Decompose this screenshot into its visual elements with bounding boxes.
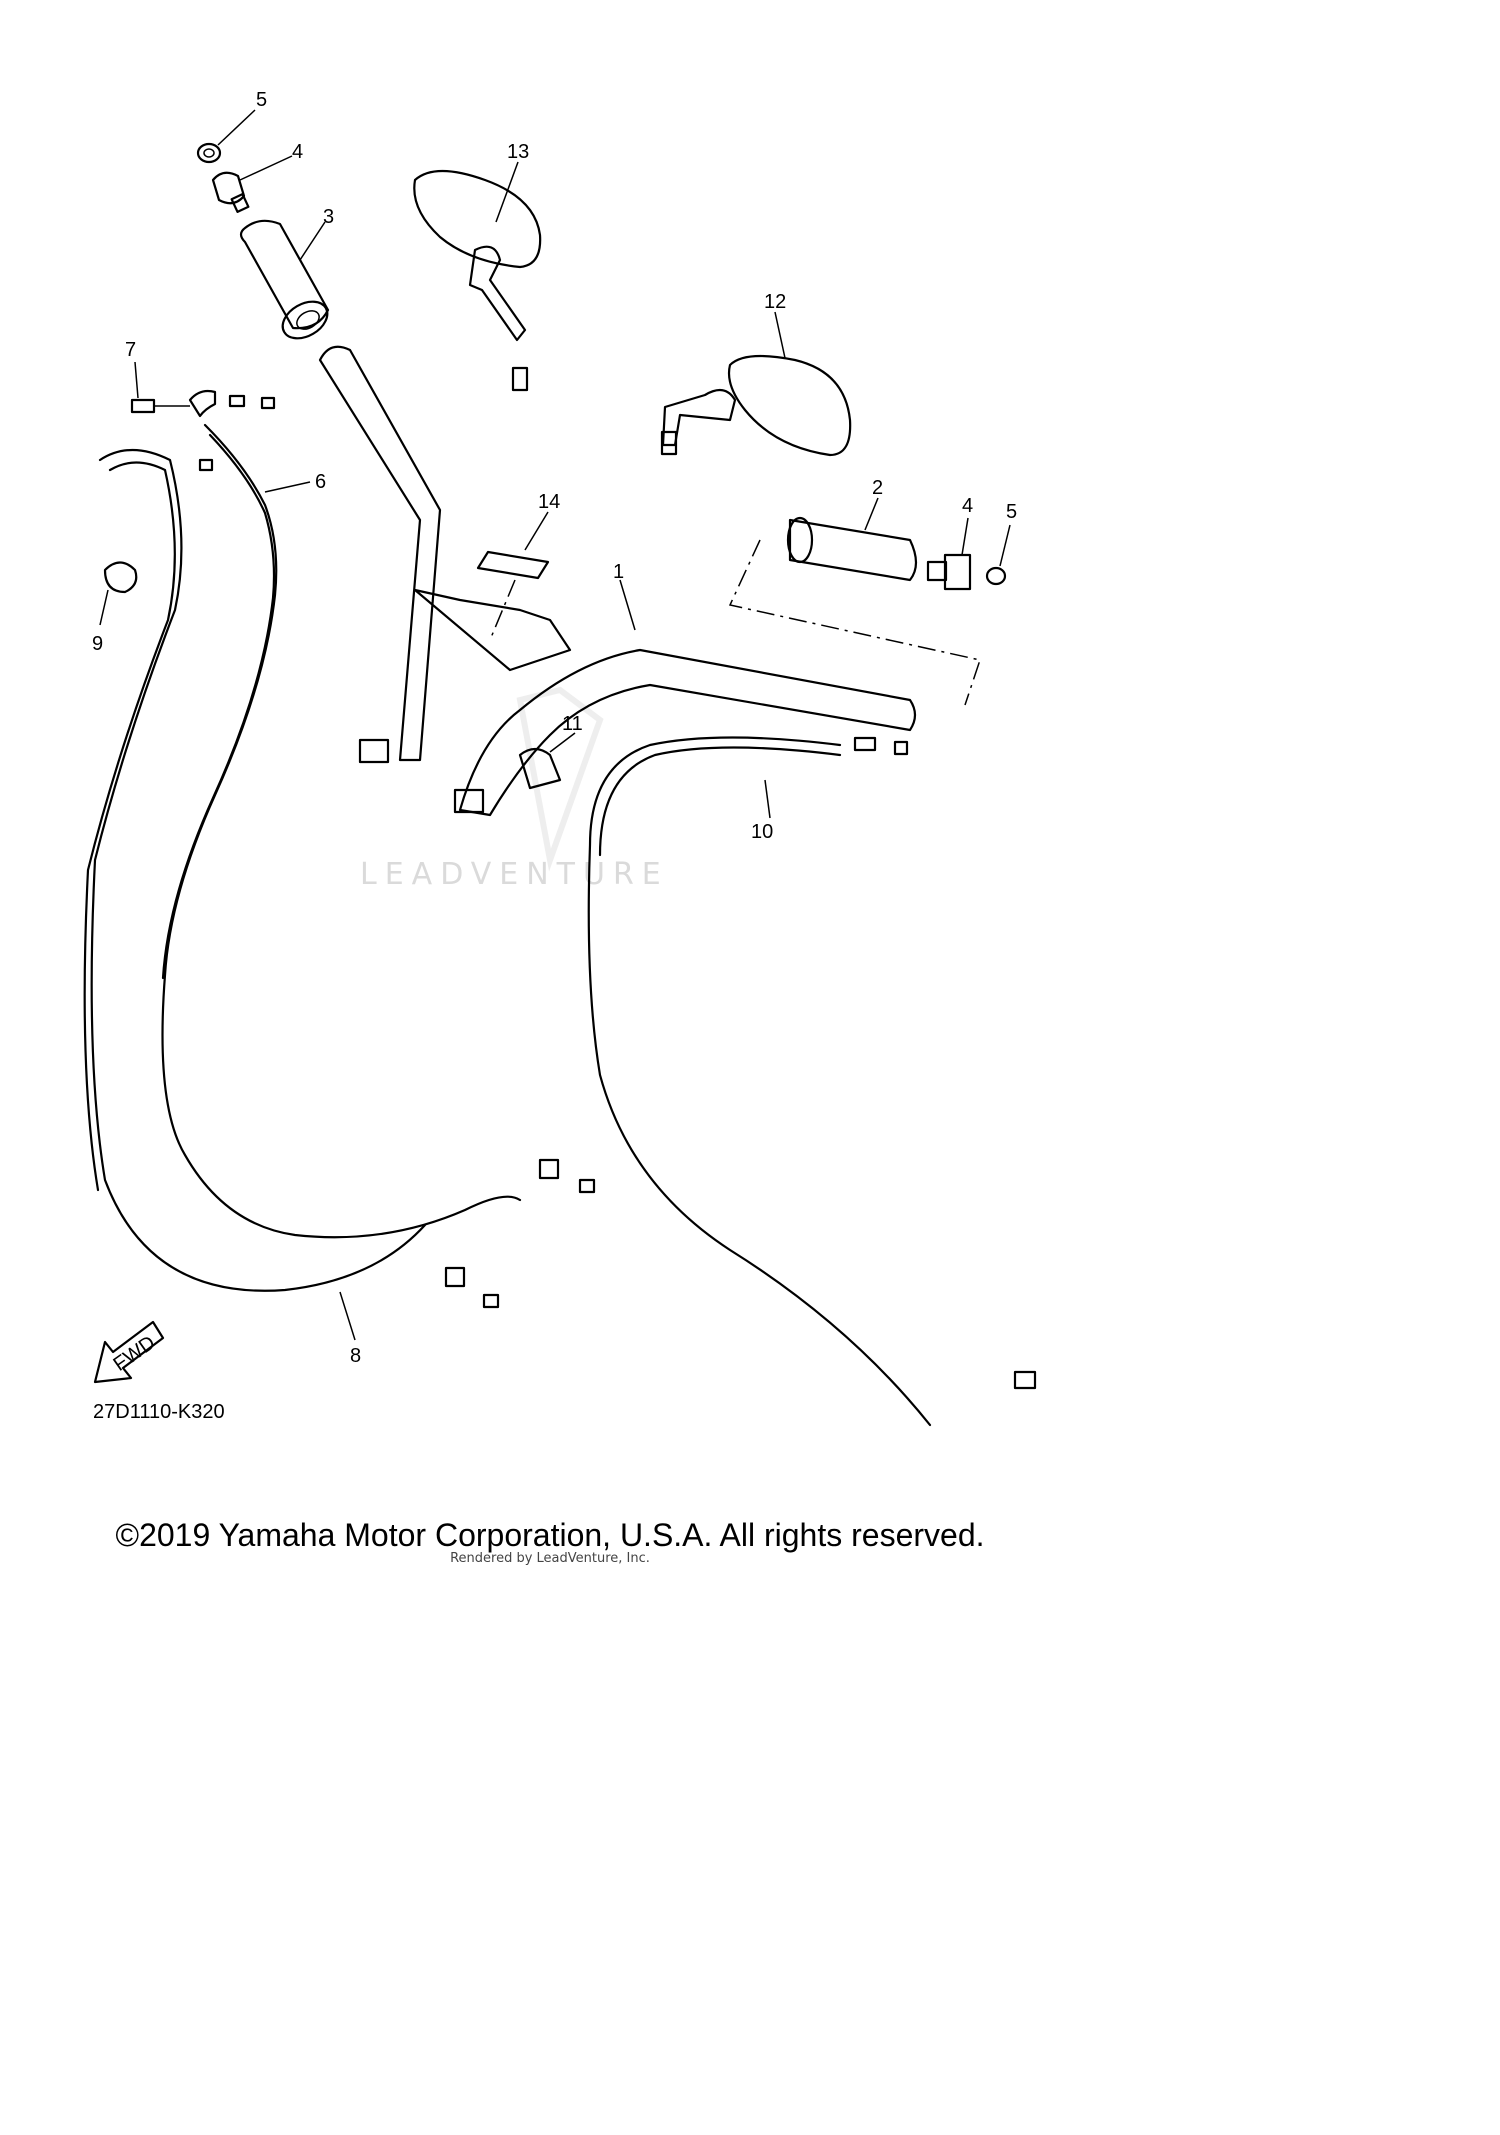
part-12-mirror [660,311,852,457]
callout-12: 12 [764,291,786,313]
part-14-plate [476,511,550,641]
callout-3: 3 [323,206,334,228]
part-2-grip [728,497,981,706]
part-1-handlebar [318,345,917,817]
part-5-right-nut [985,524,1011,586]
part-3-grip [239,219,330,340]
callout-5-left: 5 [256,89,267,111]
part-13-mirror [413,161,542,392]
callout-6: 6 [315,471,326,493]
callout-4-right: 4 [962,495,973,517]
part-7-bolt [130,361,190,414]
callout-8: 8 [350,1345,361,1367]
callout-10: 10 [751,821,773,843]
part-5-left-nut [196,109,256,164]
fwd-label: FWD [109,1332,159,1376]
callout-9: 9 [92,633,103,655]
callout-1: 1 [613,561,624,583]
callout-14: 14 [538,491,560,513]
part-4-left-weight [211,155,293,213]
cable-ends [444,1158,596,1309]
copyright-text: ©2019 Yamaha Motor Corporation, U.S.A. A… [115,1517,985,1553]
parts-diagram: LEADVENTURE [83,89,1037,1427]
callout-13: 13 [507,141,529,163]
watermark-text: LEADVENTURE [360,857,669,892]
part-11-switch [518,732,576,790]
callout-4-left: 4 [292,141,303,163]
part-4-right-weight [926,517,972,591]
cable-holder [188,389,276,472]
part-9-clip [99,561,138,626]
rendered-by-text: Rendered by LeadVenture, Inc. [450,1551,650,1566]
callout-7: 7 [125,339,136,361]
part-10-cable [587,736,1037,1427]
callout-5-right: 5 [1006,501,1017,523]
fwd-arrow-icon: FWD [93,1320,165,1384]
diagram-code: 27D1110-K320 [93,1401,225,1423]
watermark-logo [516,686,604,872]
callout-2: 2 [872,477,883,499]
part-8-cable [83,449,427,1341]
callout-11: 11 [562,713,583,735]
part-6-throttle-cable [161,423,522,1239]
